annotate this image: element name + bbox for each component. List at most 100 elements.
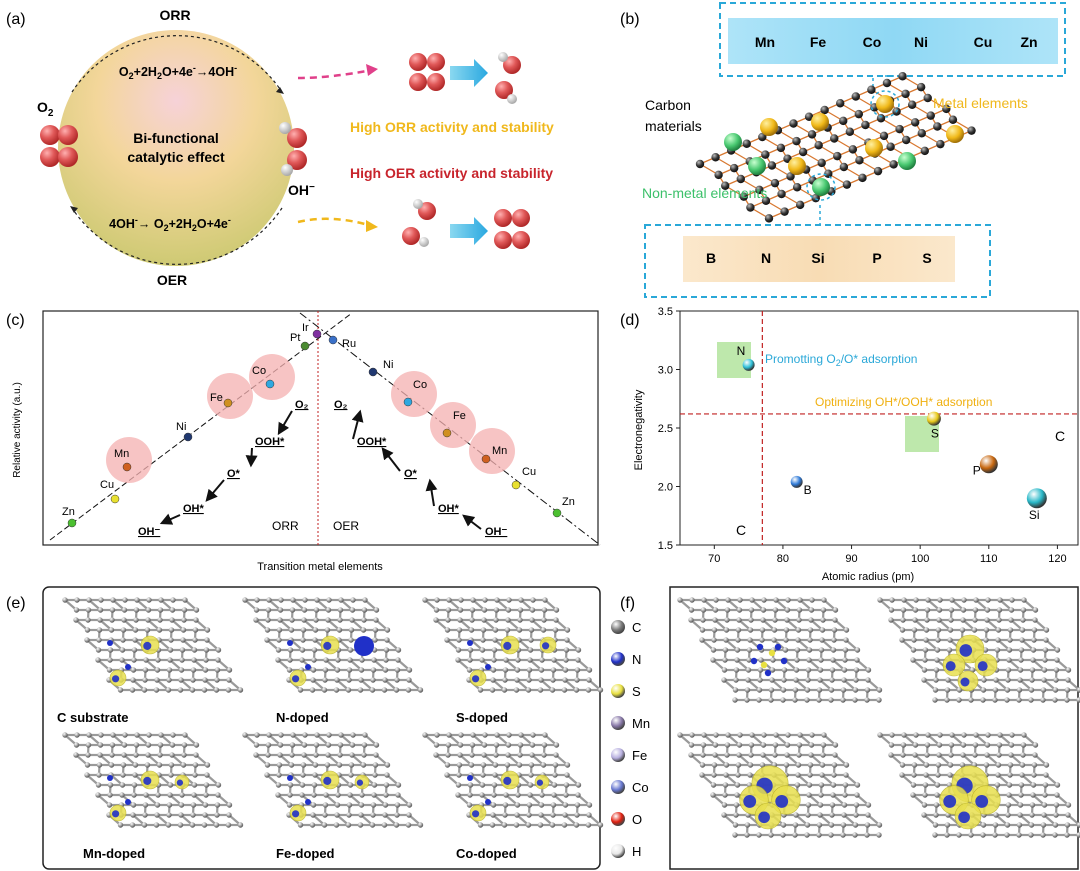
carbon-atom xyxy=(597,687,604,693)
nonmetal-element-n: N xyxy=(761,250,771,266)
carbon-atom xyxy=(326,732,332,738)
carbon-atom xyxy=(119,782,126,788)
carbon-atom xyxy=(514,677,520,683)
carbon-atom xyxy=(981,677,987,683)
highlight-mn-orr xyxy=(106,437,152,483)
carbon-atom xyxy=(266,597,272,603)
carbon-atom xyxy=(190,677,196,683)
carbon-atom xyxy=(932,822,939,828)
carbon-atom xyxy=(1009,597,1015,603)
carbon-atom xyxy=(700,752,706,758)
carbon-atom xyxy=(764,214,774,223)
carbon-atom xyxy=(911,627,918,633)
orr-point-pt xyxy=(300,341,310,351)
carbon-atom xyxy=(1006,647,1013,653)
carbon-atom xyxy=(832,617,838,623)
carbon-atom xyxy=(394,802,401,808)
carbon-atom xyxy=(721,667,728,673)
carbon-atom xyxy=(311,657,317,663)
orr-point-fe xyxy=(223,398,233,408)
carbon-atom xyxy=(996,607,1003,613)
carbon-atom xyxy=(967,126,976,135)
carbon-atom xyxy=(530,597,536,603)
carbon-atom xyxy=(1019,772,1025,778)
carbon-atom xyxy=(833,151,842,161)
carbon-atom xyxy=(288,627,295,633)
carbon-atom xyxy=(781,677,787,683)
carbon-atom xyxy=(935,627,942,633)
carbon-atom xyxy=(469,752,475,758)
carbon-atom xyxy=(830,134,839,143)
carbon-atom xyxy=(505,752,511,758)
legend-label-fe: Fe xyxy=(632,748,647,763)
carbon-atom xyxy=(819,762,826,768)
carbon-atom xyxy=(758,132,767,142)
carbon-atom xyxy=(201,822,208,828)
carbon-atom xyxy=(266,732,272,738)
carbon-atom xyxy=(492,637,498,643)
carbon-atom xyxy=(193,752,199,758)
carbon-atom xyxy=(888,752,894,758)
carbon-atom xyxy=(177,822,184,828)
orr-step-arrow xyxy=(245,447,258,468)
carbon-atom xyxy=(338,597,344,603)
carbon-atom xyxy=(170,597,176,603)
carbon-atom xyxy=(468,627,475,633)
carbon-atom xyxy=(121,742,128,748)
carbon-atom xyxy=(561,687,568,693)
carbon-atom xyxy=(792,136,801,146)
carbon-atom xyxy=(84,762,91,768)
carbon-atom xyxy=(299,657,305,663)
carbon-atom xyxy=(745,667,752,673)
orr-step-arrow xyxy=(277,410,293,436)
carbon-atom xyxy=(770,178,780,188)
carbon-atom xyxy=(85,742,92,748)
carbon-atom xyxy=(169,752,175,758)
carbon-atom xyxy=(960,617,966,623)
carbon-atom xyxy=(985,597,991,603)
carbon-atom xyxy=(947,772,953,778)
carbon-atom xyxy=(541,742,548,748)
carbon-atom xyxy=(677,597,683,603)
o2-label: O2 xyxy=(37,99,54,119)
orr-step-arrow xyxy=(159,513,181,525)
oh-minus-label: OH− xyxy=(288,182,315,198)
carbon-atom xyxy=(359,657,365,663)
carbon-atom xyxy=(300,627,307,633)
carbon-atom xyxy=(840,832,846,838)
carbon-atom xyxy=(910,657,916,663)
carbon-atom xyxy=(798,147,808,157)
carbon-atom xyxy=(912,742,919,748)
carbon-atom xyxy=(713,597,719,603)
sheet-f-top-left xyxy=(677,597,883,703)
carbon-atom xyxy=(146,732,152,738)
carbon-atom xyxy=(748,752,754,758)
carbon-atom xyxy=(506,732,512,738)
carbon-atom xyxy=(445,617,451,623)
carbon-atom xyxy=(491,647,498,653)
carbon-atom xyxy=(816,822,823,828)
carbon-atom xyxy=(491,792,497,798)
carbon-atom xyxy=(900,607,907,613)
carbon-atom xyxy=(830,782,837,788)
charge-density-main-inner xyxy=(143,641,152,650)
carbon-atom xyxy=(133,617,139,623)
carbon-atom xyxy=(785,597,791,603)
carbon-atom xyxy=(96,762,103,768)
carbon-atom xyxy=(526,677,532,683)
carbon-atom xyxy=(796,752,802,758)
carbon-atom xyxy=(1006,782,1013,788)
carbon-atom xyxy=(935,762,942,768)
carbon-atom xyxy=(699,627,706,633)
n-atom xyxy=(287,775,293,781)
carbon-atom xyxy=(362,732,368,738)
sheet-f-bottom-left xyxy=(677,732,883,838)
carbon-atom xyxy=(348,627,355,633)
carbon-atom xyxy=(735,772,741,778)
carbon-atom xyxy=(749,732,755,738)
carbon-atom xyxy=(201,687,208,693)
n-atom xyxy=(305,664,311,670)
metal-element-mn: Mn xyxy=(755,34,775,50)
carbon-atom xyxy=(394,667,401,673)
